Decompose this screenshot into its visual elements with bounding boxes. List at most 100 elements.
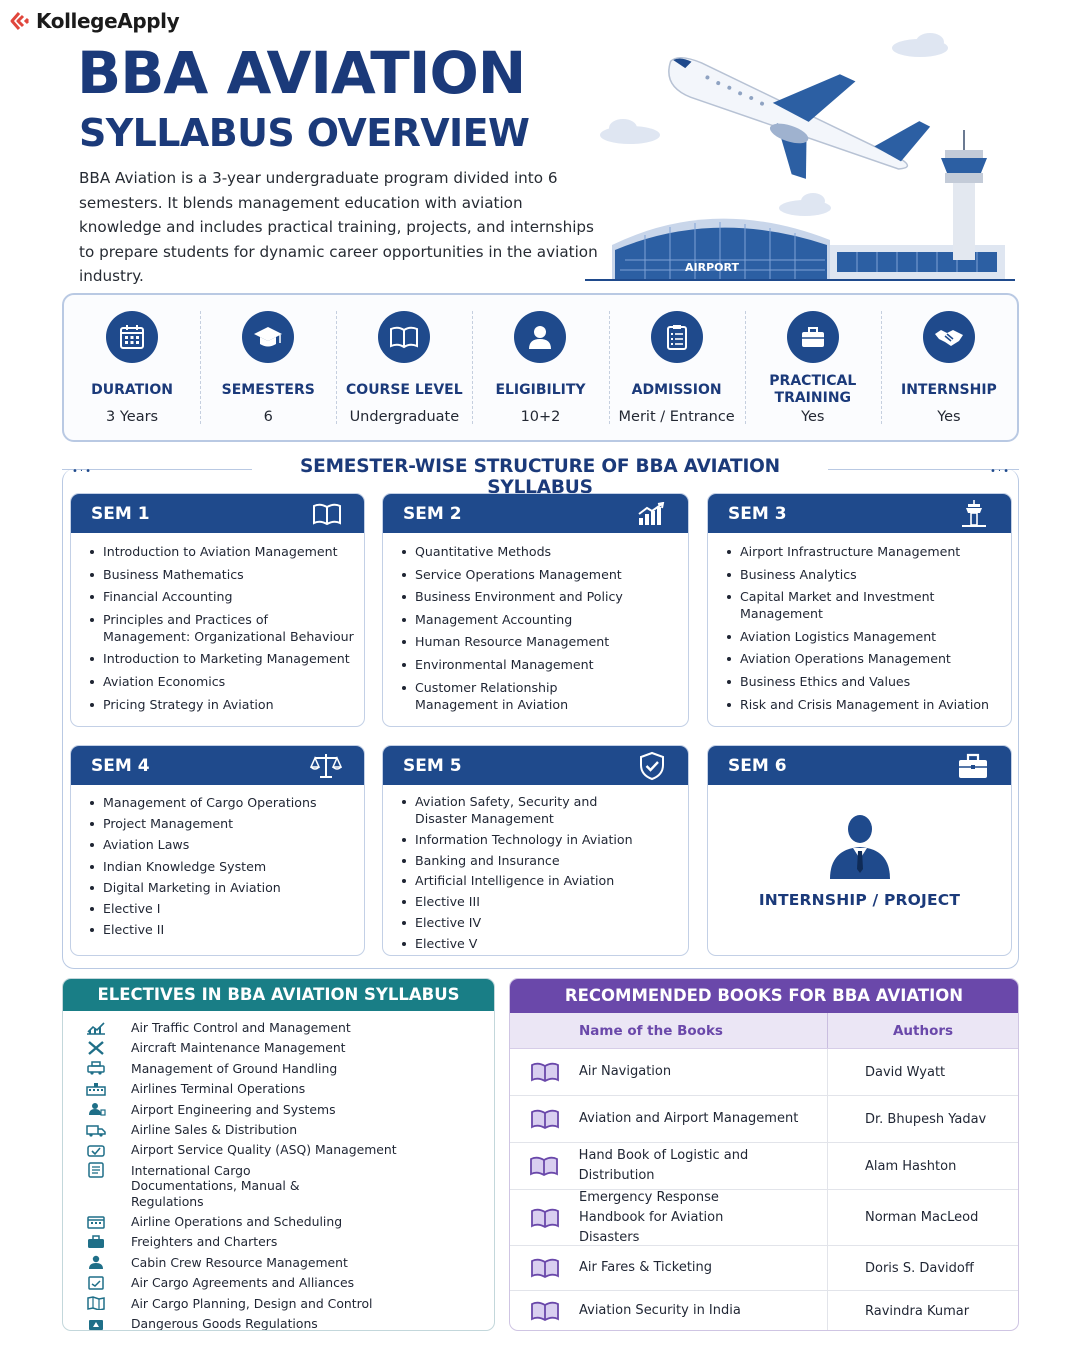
book-author: Ravindra Kumar [865, 1303, 970, 1319]
clipboard-icon [650, 311, 703, 363]
brand-name: KollegeApply [36, 9, 180, 33]
semester-title: SEM 2 [403, 503, 462, 524]
elective-label: Airport Engineering and Systems [131, 1101, 336, 1117]
table-row: Aviation Security in India Ravindra Kuma… [510, 1291, 1018, 1330]
book-cell: Air Fares & Ticketing [510, 1246, 828, 1290]
electives-panel: ELECTIVES IN BBA AVIATION SYLLABUS Air T… [62, 978, 495, 1331]
brand[interactable]: KollegeApply [10, 9, 180, 33]
stat-label: SEMESTERS [221, 381, 315, 398]
program-stats: DURATION 3 Years SEMESTERS 6 COURSE LEVE… [62, 293, 1019, 442]
briefcase-icon [786, 311, 839, 363]
stat-label: ELIGIBILITY [495, 381, 586, 398]
elective-item: Airport Engineering and Systems [85, 1102, 494, 1117]
subject-item: Aviation Economics [90, 673, 354, 690]
subject-item: Aviation Laws [90, 836, 354, 853]
semester-section-frame [62, 469, 1019, 969]
subject-item: Introduction to Marketing Management [90, 650, 354, 667]
frame-line-right [828, 469, 1019, 470]
wrench-cross-icon [85, 1040, 107, 1055]
elective-label: Freighters and Charters [131, 1234, 278, 1250]
book-name: Air Navigation [579, 1064, 672, 1079]
subject-item: Introduction to Aviation Management [90, 543, 354, 560]
airport-terminal: AIRPORT [585, 218, 1015, 281]
frame-line-left [62, 469, 252, 470]
subject-item: Aviation Operations Management [727, 650, 1001, 667]
subject-list: Airport Infrastructure Management Busine… [708, 533, 1011, 713]
stat-admission: ADMISSION Merit / Entrance [608, 295, 745, 440]
stat-value: Yes [937, 409, 961, 425]
subject-item: Pricing Strategy in Aviation [90, 696, 354, 713]
growth-chart-icon [638, 501, 665, 525]
stat-value: Undergraduate [349, 409, 460, 425]
planning-map-icon [85, 1296, 107, 1311]
engineer-icon [85, 1102, 107, 1117]
subject-item: Environmental Management [402, 656, 678, 673]
stat-label: INTERNSHIP [901, 381, 997, 398]
book-cell: Emergency Response Handbook for Aviation… [510, 1190, 828, 1245]
schedule-calendar-icon [85, 1214, 107, 1229]
books-table-body: Air Navigation David Wyatt Aviation and … [510, 1049, 1018, 1330]
stat-practical-training: PRACTICAL TRAINING Yes [744, 295, 881, 440]
semester-card-header: SEM 1 [71, 494, 364, 533]
handshake-icon [922, 311, 975, 363]
stat-label: COURSE LEVEL [346, 381, 463, 398]
subject-item: Artificial Intelligence in Aviation [402, 872, 678, 889]
decor-dots-right: •·• [990, 466, 1011, 477]
control-tower-icon [941, 130, 987, 260]
semester-card-6: SEM 6 INTERNSHIP / PROJECT [707, 745, 1012, 956]
table-row: Emergency Response Handbook for Aviation… [510, 1190, 1018, 1246]
elective-item: Aircraft Maintenance Management [85, 1040, 494, 1055]
semester-card-2: SEM 2 Quantitative Methods Service Opera… [382, 493, 689, 727]
subject-list: Quantitative Methods Service Operations … [383, 533, 688, 713]
stat-course-level: COURSE LEVEL Undergraduate [336, 295, 472, 440]
elective-item: International Cargo Documentations, Manu… [85, 1162, 345, 1209]
subject-item: Customer Relationship Management in Avia… [402, 679, 575, 713]
elective-label: Dangerous Goods Regulations [131, 1316, 318, 1331]
book-name: Hand Book of Logistic and Distribution [578, 1148, 749, 1183]
semester-title: SEM 6 [728, 755, 787, 776]
books-table-header: Name of the Books Authors [510, 1013, 1018, 1049]
open-book-icon [313, 503, 341, 525]
subject-item: Risk and Crisis Management in Aviation [727, 696, 1001, 713]
books-panel: RECOMMENDED BOOKS FOR BBA AVIATION Name … [509, 978, 1019, 1331]
elective-item: Freighters and Charters [85, 1234, 494, 1249]
semester-title: SEM 5 [403, 755, 462, 776]
page-subtitle: SYLLABUS OVERVIEW [79, 111, 530, 155]
stat-label: ADMISSION [631, 381, 722, 398]
semester-card-header: SEM 6 [708, 746, 1011, 785]
intro-paragraph: BBA Aviation is a 3-year undergraduate p… [79, 169, 598, 285]
subject-item: Information Technology in Aviation [402, 831, 678, 848]
col-authors: Authors [892, 1023, 954, 1039]
subject-item: Service Operations Management [402, 566, 678, 583]
open-book-icon [510, 1156, 579, 1176]
graduation-cap-icon [242, 311, 295, 363]
subject-item: Business Environment and Policy [402, 588, 678, 605]
elective-label: Management of Ground Handling [131, 1060, 338, 1076]
stat-duration: DURATION 3 Years [64, 295, 200, 440]
subject-item: Principles and Practices of Management: … [90, 611, 354, 644]
subject-item: Banking and Insurance [402, 852, 678, 869]
open-book-icon [510, 1258, 579, 1278]
crew-member-icon [85, 1255, 107, 1270]
elective-item: Management of Ground Handling [85, 1061, 494, 1076]
book-author: David Wyatt [865, 1064, 946, 1080]
subject-item: Financial Accounting [90, 588, 354, 605]
elective-label: Airport Service Quality (ASQ) Management [131, 1142, 397, 1158]
semester-card-header: SEM 2 [383, 494, 688, 533]
terminal-building-icon [85, 1081, 107, 1096]
book-author: Alam Hashton [865, 1158, 957, 1174]
elective-label: Air Traffic Control and Management [131, 1020, 351, 1035]
subject-item: Quantitative Methods [402, 543, 678, 560]
stat-value: Yes [801, 409, 825, 425]
book-icon [378, 311, 431, 363]
col-book-name: Name of the Books [510, 1013, 828, 1048]
electives-heading: ELECTIVES IN BBA AVIATION SYLLABUS [63, 979, 494, 1011]
stat-label: DURATION [91, 381, 174, 398]
elective-label: Airlines Terminal Operations [131, 1081, 306, 1097]
elective-label: Airline Sales & Distribution [131, 1122, 298, 1138]
subject-item: Digital Marketing in Aviation [90, 879, 354, 896]
semester-card-header: SEM 3 [708, 494, 1011, 533]
subject-item: Elective IV [402, 914, 678, 931]
elective-item: Cabin Crew Resource Management [85, 1255, 494, 1270]
elective-label: Airline Operations and Scheduling [131, 1214, 343, 1230]
